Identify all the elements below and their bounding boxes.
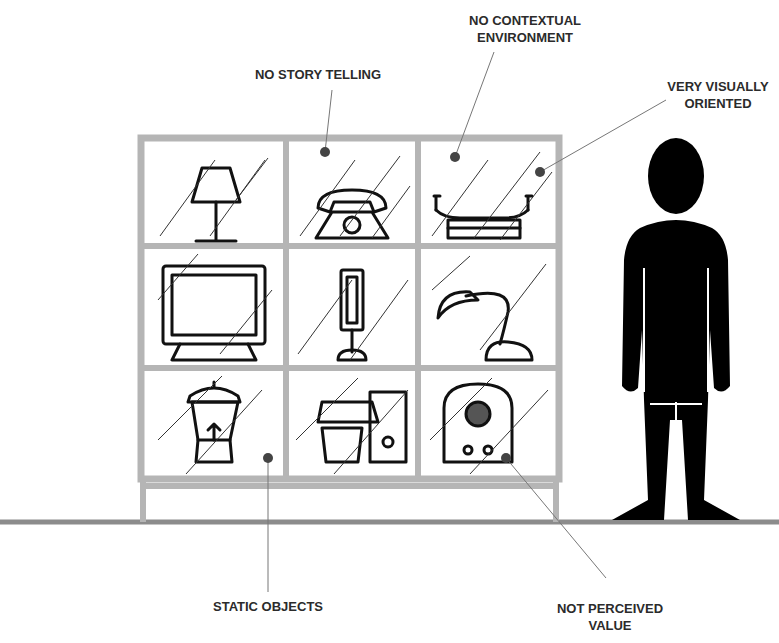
callout-label: NO STORY TELLING — [218, 66, 418, 83]
callout-label: STATIC OBJECTS — [168, 598, 368, 615]
display-shelf — [141, 138, 559, 522]
callout-label: VERY VISUALLY ORIENTED — [658, 78, 778, 112]
callout-label: NOT PERCEIVED VALUE — [553, 600, 668, 634]
callout-label: NO CONTEXTUAL ENVIRONMENT — [460, 12, 590, 46]
ground-line — [0, 520, 779, 525]
glass-reflection — [158, 152, 552, 474]
person-silhouette — [612, 138, 740, 520]
leader-lines — [263, 52, 666, 592]
displayed-objects — [163, 168, 532, 462]
